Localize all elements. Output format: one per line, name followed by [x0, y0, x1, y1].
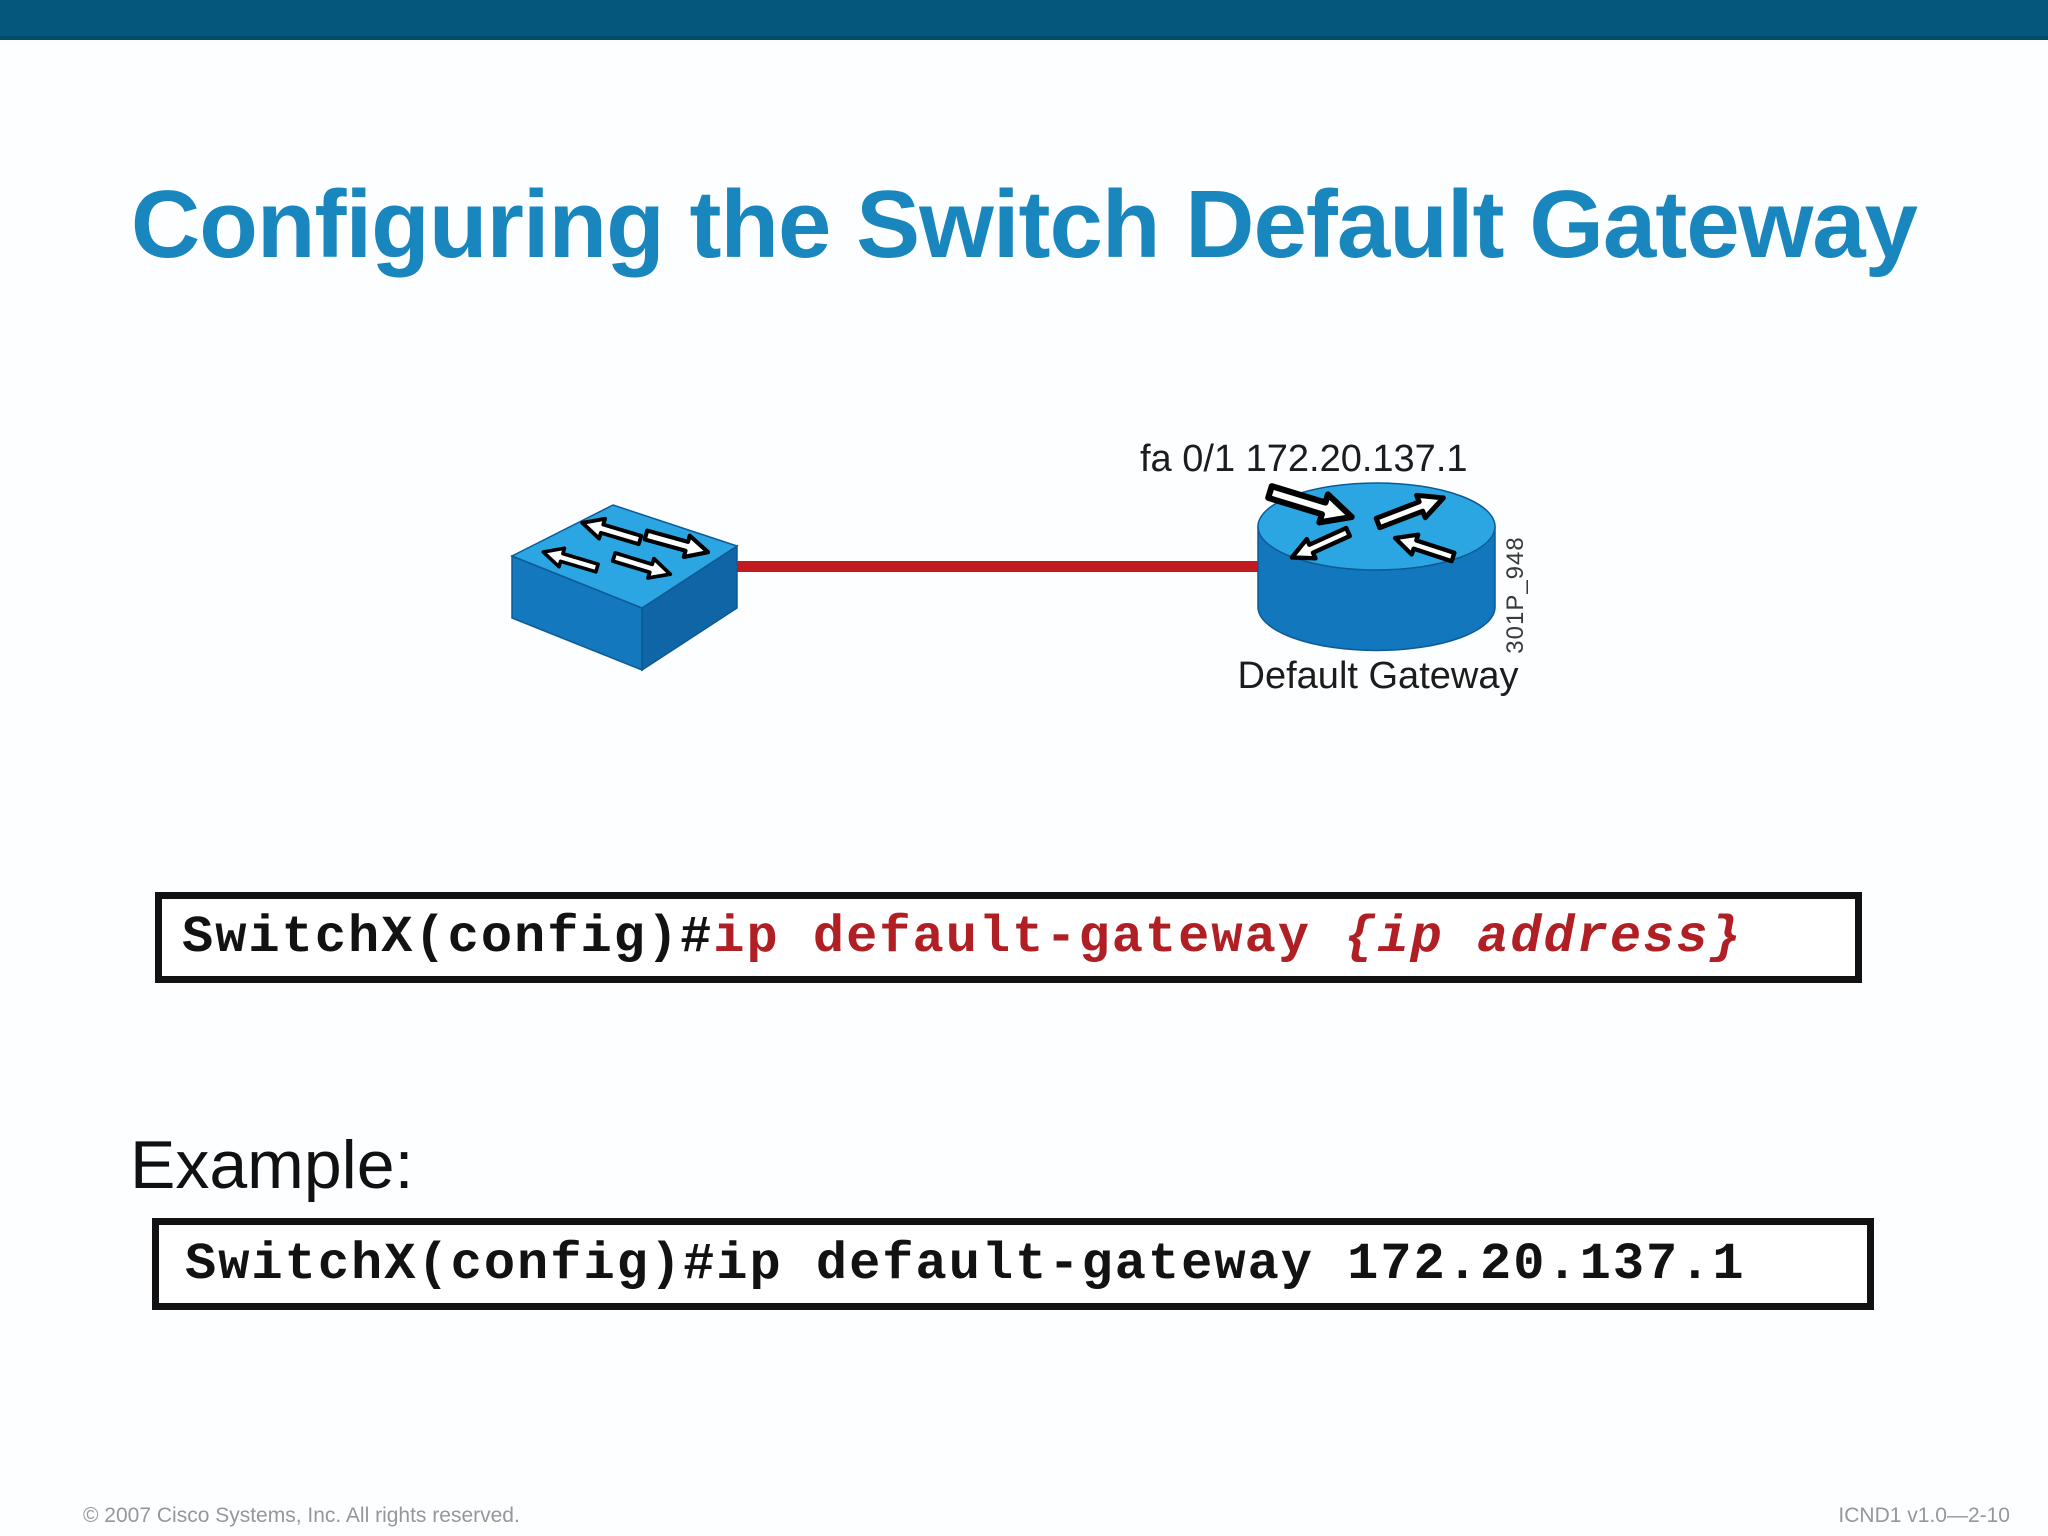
workgroup-switch-icon	[510, 504, 739, 672]
course-page-number: ICND1 v1.0—2-10	[1838, 1504, 2010, 1527]
example-heading: Example:	[130, 1127, 414, 1203]
cli-command: ip default-gateway	[713, 908, 1345, 967]
cli-prompt: SwitchX(config)#	[182, 908, 714, 967]
ethernet-link-line	[735, 561, 1263, 572]
default-gateway-label: Default Gateway	[1237, 655, 1519, 697]
cli-command: ip default-gateway 172.20.137.1	[716, 1234, 1746, 1294]
figure-id-watermark: 301P_948	[1502, 536, 1529, 654]
command-example-box: SwitchX(config)#ip default-gateway 172.2…	[152, 1218, 1874, 1310]
interface-ip-label: fa 0/1 172.20.137.1	[1140, 438, 1468, 480]
command-syntax-box: SwitchX(config)#ip default-gateway {ip a…	[155, 892, 1862, 983]
copyright-text: © 2007 Cisco Systems, Inc. All rights re…	[83, 1504, 520, 1527]
page-title: Configuring the Switch Default Gateway	[130, 171, 1918, 278]
cli-argument: {ip address}	[1344, 908, 1743, 967]
cli-prompt: SwitchX(config)#	[185, 1234, 717, 1294]
top-accent-bar	[0, 0, 2048, 40]
router-icon	[1257, 475, 1496, 652]
